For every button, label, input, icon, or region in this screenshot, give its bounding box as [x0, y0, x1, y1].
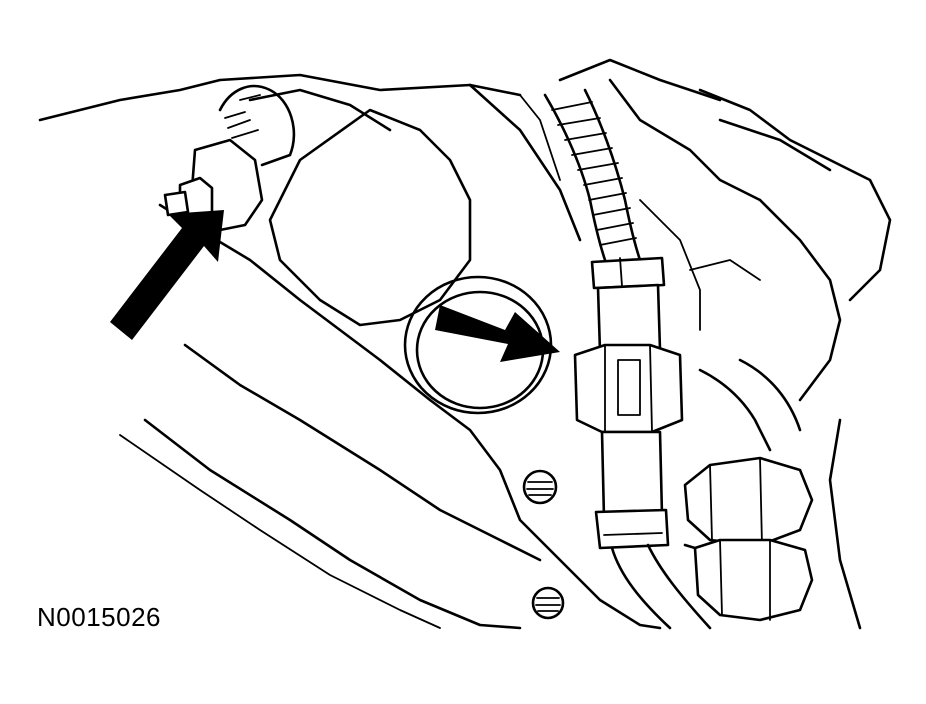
figure-code: N0015026 — [37, 602, 161, 632]
harness-connector — [543, 88, 712, 630]
arrow-indicator-left — [110, 210, 224, 340]
bolt-lower — [531, 586, 565, 620]
hex-fitting — [683, 358, 814, 622]
arrow-indicator-center — [435, 305, 560, 362]
engine-cover — [38, 58, 892, 630]
bolt-upper — [522, 469, 558, 505]
